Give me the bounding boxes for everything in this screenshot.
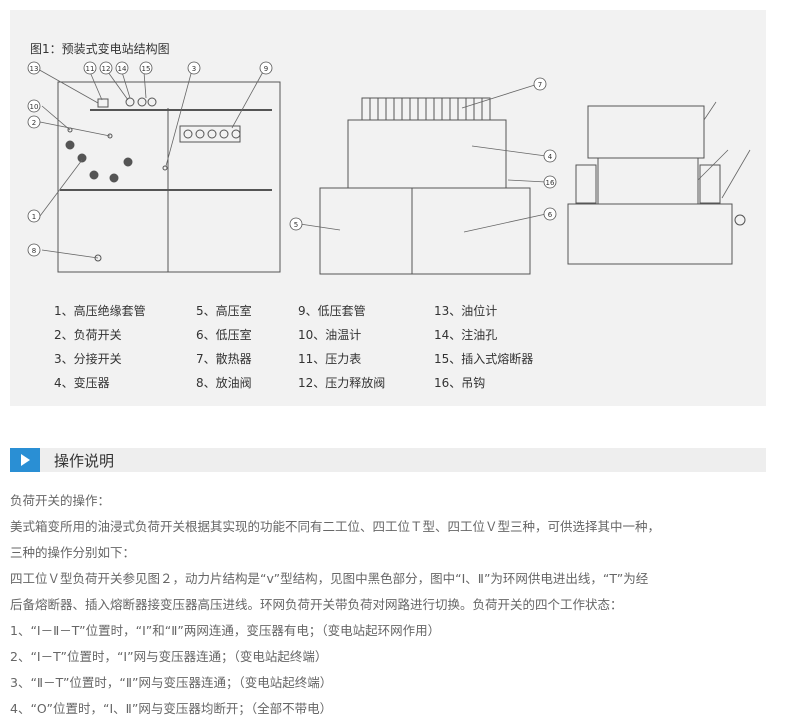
fuse-b (147, 97, 157, 107)
paragraph: 四工位Ｖ型负荷开关参见图２，动力片结构是“v”型结构，见图中黑色部分，图中“Ⅰ、… (10, 571, 649, 586)
section-title: 操作说明 (54, 452, 115, 470)
paragraph: 后备熔断器、插入熔断器接变压器高压进线。环网负荷开关带负荷对网路进行切换。负荷开… (10, 597, 623, 612)
legend-item: 2、负荷开关 (54, 328, 122, 342)
drain-valve (94, 254, 102, 262)
radiator-fins (369, 98, 483, 120)
end-radiator-left (575, 164, 597, 204)
paragraph: 3、“Ⅱ－T”位置时，“Ⅱ”网与变压器连通；（变电站起终端） (10, 675, 333, 690)
section-header: 操作说明 (10, 448, 766, 472)
figure-panel: 图1：预装式变电站结构图 (10, 10, 766, 406)
legend-item: 13、油位计 (434, 304, 498, 318)
play-icon (10, 448, 40, 472)
svg-text:11: 11 (86, 65, 95, 73)
legend-item: 10、油温计 (298, 328, 362, 342)
tap-switch (162, 165, 168, 171)
callout-16: 16 (543, 175, 557, 189)
end-hv-room (587, 105, 705, 159)
callout-4: 4 (543, 149, 557, 163)
legend-item: 12、压力释放阀 (298, 376, 386, 390)
lv-bushings (183, 129, 241, 139)
callout-12: 12 (99, 61, 113, 75)
fuse-a (137, 97, 147, 107)
svg-text:15: 15 (142, 65, 151, 73)
legend-item: 8、放油阀 (196, 376, 252, 390)
svg-text:2: 2 (32, 119, 36, 127)
hook-icon (734, 214, 746, 226)
leader-lines (35, 67, 751, 259)
paragraph: 美式箱变所用的油浸式负荷开关根据其实现的功能不同有二工位、四工位Ｔ型、四工位Ｖ型… (10, 519, 661, 534)
svg-text:8: 8 (32, 247, 36, 255)
paragraph: 三种的操作分别如下： (10, 545, 136, 560)
svg-text:16: 16 (546, 179, 555, 187)
end-transformer (597, 157, 699, 205)
legend-item: 16、吊钩 (434, 376, 486, 390)
end-radiator-right (699, 164, 721, 204)
svg-text:7: 7 (538, 81, 542, 89)
svg-text:12: 12 (102, 65, 111, 73)
svg-text:5: 5 (294, 221, 298, 229)
svg-text:13: 13 (30, 65, 39, 73)
legend-item: 14、注油孔 (434, 328, 498, 342)
callout-9: 9 (259, 61, 273, 75)
side-base-cabinet (319, 187, 531, 275)
svg-text:3: 3 (192, 65, 196, 73)
hv-bushings (65, 140, 133, 183)
paragraph: 2、“Ⅰ－T”位置时，“Ⅰ”网与变压器连通；（变电站起终端） (10, 649, 328, 664)
callout-5: 5 (289, 217, 303, 231)
svg-text:14: 14 (118, 65, 127, 73)
callout-15: 15 (139, 61, 153, 75)
paragraph: 1、“Ⅰ－Ⅱ－T”位置时，“Ⅰ”和“Ⅱ”两网连通，变压器有电；（变电站起环网作用… (10, 623, 441, 638)
legend-item: 5、高压室 (196, 304, 252, 318)
callout-13: 13 (27, 61, 41, 75)
lv-bushing-plate (179, 125, 241, 143)
svg-text:4: 4 (548, 153, 553, 161)
callout-2: 2 (27, 115, 41, 129)
legend-item: 11、压力表 (298, 352, 362, 366)
callout-14: 14 (115, 61, 129, 75)
legend-item: 3、分接开关 (54, 352, 122, 366)
legend-item: 4、变压器 (54, 376, 110, 390)
legend-item: 6、低压室 (196, 328, 252, 342)
oil-level-gauge (97, 98, 109, 108)
paragraph: 负荷开关的操作： (10, 493, 111, 508)
figure-legend: 1、高压绝缘套管 5、高压室 9、低压套管 13、油位计 2、负荷开关 6、低压… (54, 302, 774, 402)
svg-text:1: 1 (32, 213, 36, 221)
callout-7: 7 (533, 77, 547, 91)
callout-3: 3 (187, 61, 201, 75)
figure-title: 图1：预装式变电站结构图 (30, 42, 170, 56)
svg-text:9: 9 (264, 65, 268, 73)
substation-diagram: 13 11 12 14 15 3 9 10 2 1 8 7 4 16 5 6 (27, 61, 751, 275)
end-base-cabinet (567, 203, 733, 265)
callout-10: 10 (27, 99, 41, 113)
callout-11: 11 (83, 61, 97, 75)
paragraph: 4、“O”位置时，“Ⅰ、Ⅱ”网与变压器均断开；（全部不带电） (10, 701, 333, 716)
svg-text:6: 6 (548, 211, 553, 219)
callout-8: 8 (27, 243, 41, 257)
svg-text:10: 10 (30, 103, 39, 111)
callout-1: 1 (27, 209, 41, 223)
legend-item: 7、散热器 (196, 352, 252, 366)
side-transformer (347, 119, 507, 189)
legend-item: 9、低压套管 (298, 304, 366, 318)
legend-item: 15、插入式熔断器 (434, 352, 534, 366)
callout-6: 6 (543, 207, 557, 221)
front-view-cabinet (57, 81, 281, 273)
legend-item: 1、高压绝缘套管 (54, 304, 146, 318)
